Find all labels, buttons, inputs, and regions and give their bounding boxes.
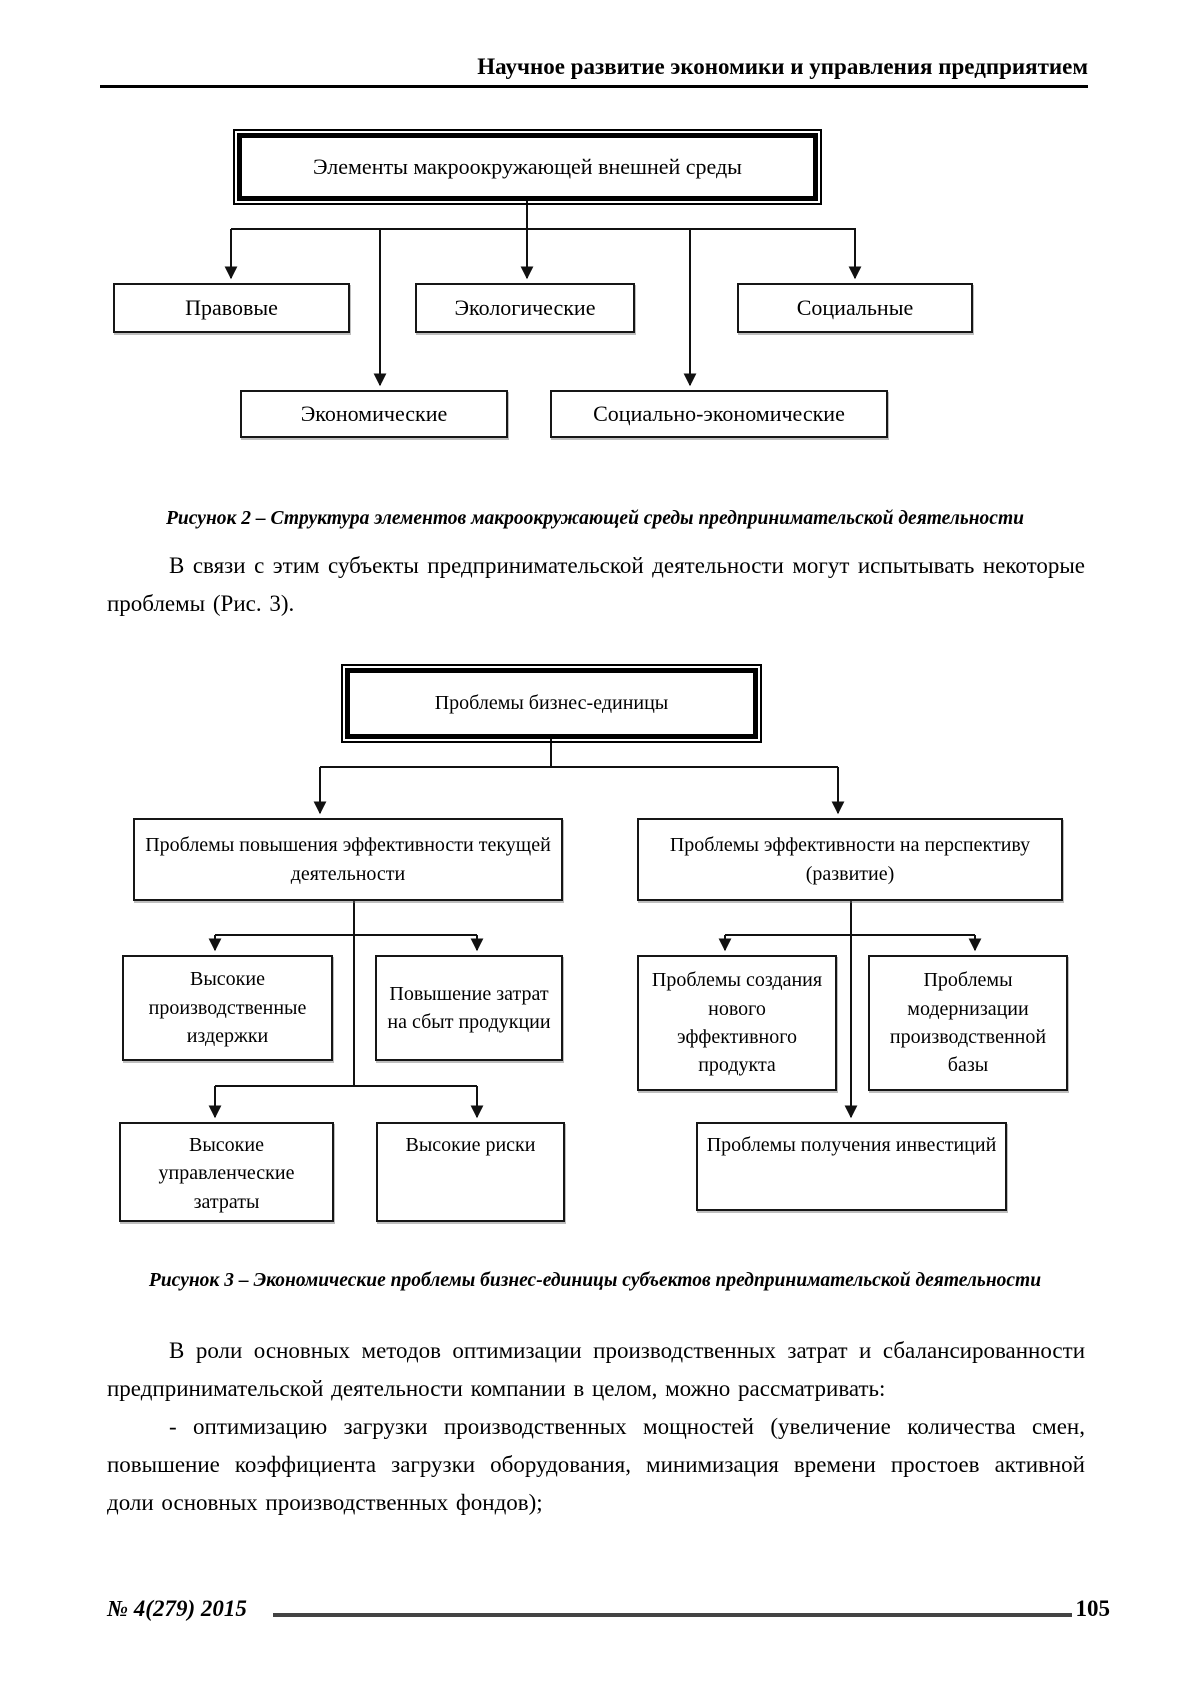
fig3-node-investments: Проблемы получения инвестиций	[696, 1122, 1007, 1211]
fig2-node-social: Социальные	[737, 283, 973, 333]
fig3-node-future-efficiency: Проблемы эффективности на перспективу (р…	[637, 818, 1063, 901]
paragraph-intro: В связи с этим субъекты предпринимательс…	[107, 547, 1085, 623]
paragraph-methods: В роли основных методов оптимизации прои…	[107, 1338, 1085, 1401]
issue-label: № 4(279) 2015	[107, 1596, 247, 1621]
fig3-node-sales-costs: Повышение затрат на сбыт продукции	[375, 955, 563, 1061]
figure2-caption: Рисунок 2 – Структура элементов макроокр…	[166, 508, 1024, 529]
fig3-node-modernization: Проблемы модернизации производственной б…	[868, 955, 1068, 1091]
fig3-node-new-product: Проблемы создания нового эффективного пр…	[637, 955, 837, 1091]
running-header-title: Научное развитие экономики и управления …	[477, 54, 1088, 79]
fig2-node-economic: Экономические	[240, 390, 508, 438]
paragraph-intro-text: В связи с этим субъекты предпринимательс…	[107, 553, 1085, 616]
fig2-node-socio-economic: Социально-экономические	[550, 390, 888, 438]
fig3-node-high-risks: Высокие риски	[376, 1122, 565, 1222]
footer-rule	[272, 1613, 1072, 1617]
fig2-node-root: Элементы макроокружающей внешней среды	[233, 129, 822, 205]
fig2-node-ecological: Экологические	[415, 283, 635, 333]
figure3-caption: Рисунок 3 – Экономические проблемы бизне…	[148, 1270, 1042, 1291]
fig3-node-production-costs: Высокие производственные издержки	[122, 955, 333, 1061]
fig3-node-management-costs: Высокие управленческие затраты	[119, 1122, 334, 1222]
body-paragraphs: В роли основных методов оптимизации прои…	[107, 1332, 1085, 1522]
paragraph-list-item: - оптимизацию загрузки производственных …	[107, 1414, 1085, 1515]
page-number: 105	[1075, 1596, 1111, 1621]
fig3-node-current-efficiency: Проблемы повышения эффективности текущей…	[133, 818, 563, 901]
fig3-node-root: Проблемы бизнес-единицы	[341, 664, 762, 743]
running-header: Научное развитие экономики и управления …	[100, 54, 1088, 88]
page-footer: № 4(279) 2015 105	[107, 1594, 1110, 1624]
fig2-node-legal: Правовые	[113, 283, 350, 333]
